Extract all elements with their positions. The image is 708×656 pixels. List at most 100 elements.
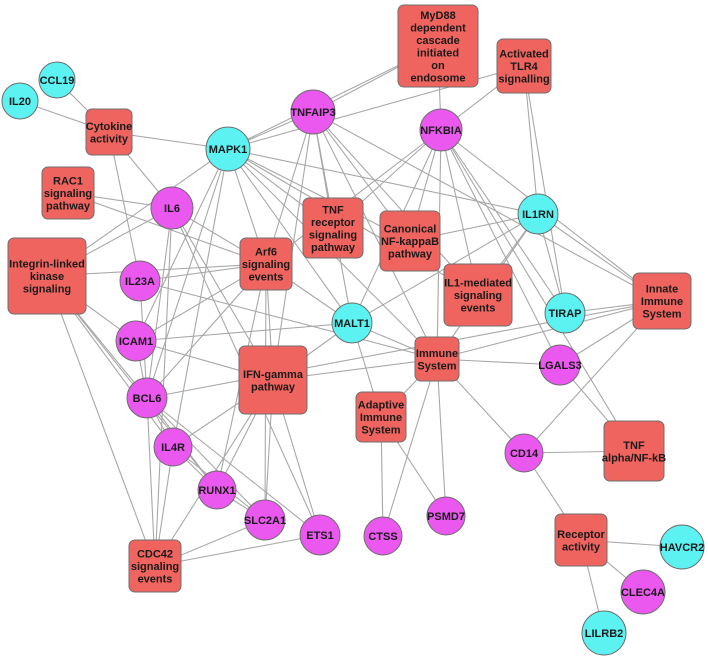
edge-integrin-cdc42 (46, 275, 156, 567)
gene-circle (150, 186, 194, 230)
node-label-line: NFKBIA (420, 125, 462, 137)
node-il4r[interactable]: IL4R (153, 427, 193, 467)
gene-circle (581, 610, 627, 656)
node-bcl6[interactable]: BCL6 (126, 377, 168, 419)
node-il20[interactable]: IL20 (1, 82, 39, 120)
node-label-line: Integrin-linked (9, 259, 85, 271)
gene-circle (504, 433, 544, 473)
node-label-line: IL20 (9, 96, 31, 108)
node-label-line: Immune (360, 412, 402, 424)
pathway-box (443, 263, 513, 327)
node-label-line: endosome (410, 72, 465, 84)
node-label-line: System (642, 309, 681, 321)
node-clec4a[interactable]: CLEC4A (620, 569, 666, 615)
node-label-line: events (249, 272, 284, 284)
node-il6[interactable]: IL6 (150, 186, 194, 230)
gene-circle (119, 260, 161, 302)
node-runx1[interactable]: RUNX1 (197, 470, 237, 510)
node-lilrb2[interactable]: LILRB2 (581, 610, 627, 656)
edge-immune-innate (436, 300, 663, 360)
node-label-line: CTSS (368, 531, 397, 543)
pathway-box (379, 210, 441, 272)
node-label-line: MAPK1 (209, 144, 248, 156)
node-label-line: RAC1 (53, 176, 83, 188)
node-malt1[interactable]: MALT1 (331, 302, 373, 344)
node-label-line: LGALS3 (538, 360, 581, 372)
node-label-line: initiated (417, 47, 459, 59)
gene-circle (290, 89, 336, 135)
node-lgals3[interactable]: LGALS3 (538, 344, 582, 386)
node-label-line: signaling (131, 561, 179, 573)
node-label-line: pathway (388, 249, 433, 261)
node-label-line: SLC2A1 (244, 515, 286, 527)
node-tnfaip3[interactable]: TNFAIP3 (290, 89, 336, 135)
node-label-line: dependent (410, 22, 466, 34)
node-label-line: TNF (322, 204, 344, 216)
gene-circle (331, 302, 373, 344)
edge-tlr4-tirap (523, 65, 566, 314)
edge-mapk1-icam1 (135, 148, 229, 342)
node-ets1[interactable]: ETS1 (299, 514, 341, 556)
node-label-line: IL1RN (522, 209, 554, 221)
pathway-box (238, 345, 308, 415)
node-icam1[interactable]: ICAM1 (115, 320, 157, 362)
node-label-line: cascade (416, 35, 459, 47)
node-il23a[interactable]: IL23A (119, 260, 161, 302)
node-ccl19[interactable]: CCL19 (38, 61, 76, 99)
pathway-box (496, 38, 552, 94)
node-label-line: IL1-mediated (444, 278, 512, 290)
node-label-line: on (431, 60, 445, 72)
edge-cytokine-il23a (108, 131, 141, 282)
gene-circle (419, 108, 463, 152)
node-label-line: CDC42 (137, 549, 173, 561)
gene-circle (426, 496, 466, 536)
gene-circle (115, 320, 157, 362)
node-label-line: TNFAIP3 (290, 107, 335, 119)
pathway-box (414, 336, 460, 382)
node-il1rn[interactable]: IL1RN (517, 193, 559, 235)
node-label-line: IL4R (161, 442, 185, 454)
node-label-line: NF-kappaB (381, 236, 439, 248)
node-havcr2[interactable]: HAVCR2 (659, 524, 705, 570)
node-label-line: kinase (30, 271, 64, 283)
edge-tnfaip3-immune (312, 111, 438, 360)
edge-immune-psmd7 (436, 358, 447, 517)
node-mapk1[interactable]: MAPK1 (205, 126, 251, 172)
node-label-line: System (361, 425, 400, 437)
node-label-line: receptor (311, 217, 356, 229)
node-cd14[interactable]: CD14 (504, 433, 544, 473)
node-slc2a1[interactable]: SLC2A1 (244, 499, 286, 541)
node-label-line: RUNX1 (198, 485, 235, 497)
node-label-line: IL6 (164, 203, 180, 215)
node-label-line: TNF (623, 440, 645, 452)
node-nfkbia[interactable]: NFKBIA (419, 108, 463, 152)
node-tirap[interactable]: TIRAP (544, 292, 586, 334)
node-label-line: alpha/NF-kB (602, 452, 666, 464)
node-label-line: ETS1 (306, 530, 334, 542)
edge-nfkbia-arf6 (265, 129, 442, 265)
node-label-line: signalling (498, 74, 549, 86)
node-psmd7[interactable]: PSMD7 (426, 496, 466, 536)
node-ctss[interactable]: CTSS (363, 516, 403, 556)
gene-circle (363, 516, 403, 556)
pathway-box (239, 237, 293, 291)
node-label-line: LILRB2 (585, 628, 624, 640)
gene-circle (244, 499, 286, 541)
edge-mapk1-il4r (172, 148, 229, 448)
